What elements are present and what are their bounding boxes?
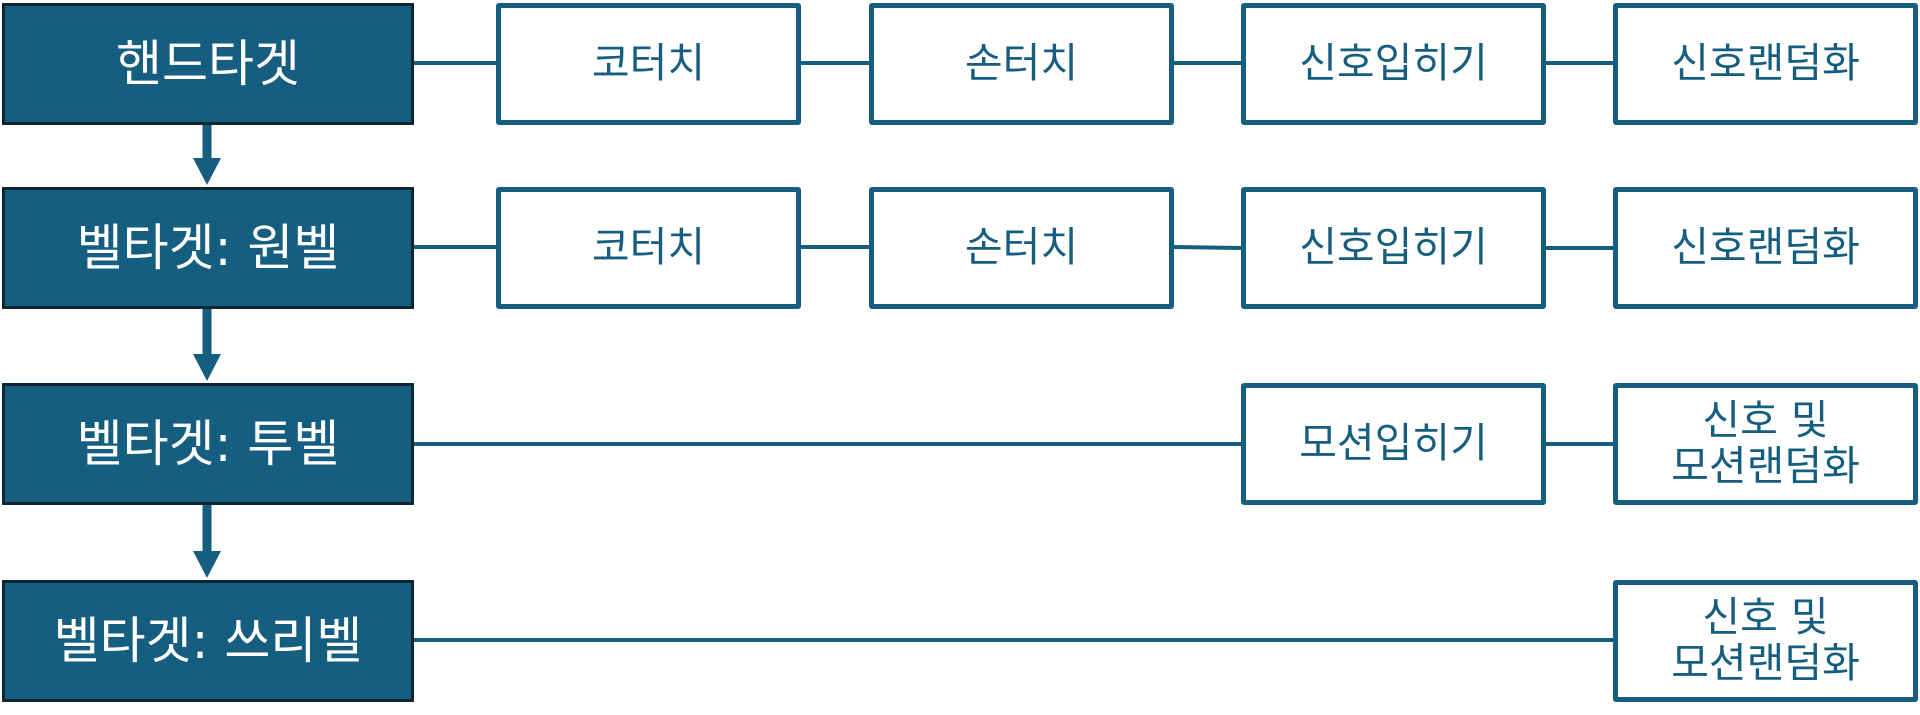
step-box-randomize-signal: 신호랜덤화 [1613, 187, 1918, 309]
stage-box-two-bell: 벨타겟: 투벨 [2, 383, 414, 505]
stage-box-hand-target: 핸드타겟 [2, 3, 414, 125]
step-box-hand-touch: 손터치 [869, 3, 1174, 125]
arrow-down-icon [193, 354, 221, 381]
arrow-down-icon [193, 551, 221, 578]
step-label: 신호입히기 [1299, 223, 1488, 272]
step-label: 신호 및 모션랜덤화 [1671, 593, 1860, 687]
step-label: 코터치 [591, 223, 706, 272]
stage-box-one-bell: 벨타겟: 원벨 [2, 187, 414, 309]
step-label: 코터치 [591, 39, 706, 88]
step-box-nose-touch: 코터치 [496, 3, 801, 125]
connector-row2-c [1173, 245, 1242, 250]
stage-label: 핸드타겟 [116, 34, 300, 93]
arrow-down-icon [193, 158, 221, 185]
step-label: 손터치 [964, 223, 1079, 272]
step-label: 모션입히기 [1299, 419, 1488, 468]
step-box-randomize-signal-and-motion: 신호 및 모션랜덤화 [1613, 580, 1918, 702]
step-box-add-motion: 모션입히기 [1241, 383, 1546, 505]
step-box-add-signal: 신호입히기 [1241, 3, 1546, 125]
step-box-hand-touch: 손터치 [869, 187, 1174, 309]
step-box-add-signal: 신호입히기 [1241, 187, 1546, 309]
step-box-randomize-signal-and-motion: 신호 및 모션랜덤화 [1613, 383, 1918, 505]
stage-label: 벨타겟: 투벨 [76, 414, 340, 473]
step-label: 신호 및 모션랜덤화 [1671, 396, 1860, 490]
stage-label: 벨타겟: 원벨 [76, 218, 340, 277]
stage-label: 벨타겟: 쓰리벨 [53, 611, 363, 670]
step-label: 신호랜덤화 [1671, 223, 1860, 272]
stage-box-three-bell: 벨타겟: 쓰리벨 [2, 580, 414, 702]
step-box-randomize-signal: 신호랜덤화 [1613, 3, 1918, 125]
step-box-nose-touch: 코터치 [496, 187, 801, 309]
step-label: 손터치 [964, 39, 1079, 88]
step-label: 신호랜덤화 [1671, 39, 1860, 88]
step-label: 신호입히기 [1299, 39, 1488, 88]
